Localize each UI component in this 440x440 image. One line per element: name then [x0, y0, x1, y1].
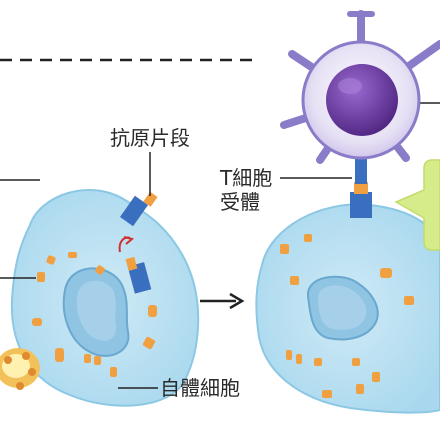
mhc-molecule-internal — [125, 256, 152, 294]
right-cell-nucleus-inner — [318, 285, 367, 330]
pathogen-blob — [0, 348, 40, 390]
antigen-fragment-right — [354, 182, 368, 194]
transport-arrowhead — [123, 236, 135, 245]
t-cell — [280, 10, 440, 164]
label-self-cell: 自體細胞 — [160, 376, 240, 400]
label-t-cell-receptor-1: T細胞 — [220, 166, 273, 190]
mhc-molecule-surface — [119, 191, 158, 227]
self-cell-nucleus-inner — [76, 280, 117, 341]
antigen-fragments-left — [32, 252, 157, 377]
antigen-fragments-right — [280, 234, 414, 398]
callout-bubble — [394, 159, 440, 251]
label-t-cell-receptor-2: 受體 — [220, 190, 260, 214]
label-antigen-fragment: 抗原片段 — [110, 126, 190, 150]
mhc-complex-right — [350, 192, 372, 218]
t-cell-receptor — [355, 154, 367, 184]
process-arrow — [200, 292, 245, 310]
